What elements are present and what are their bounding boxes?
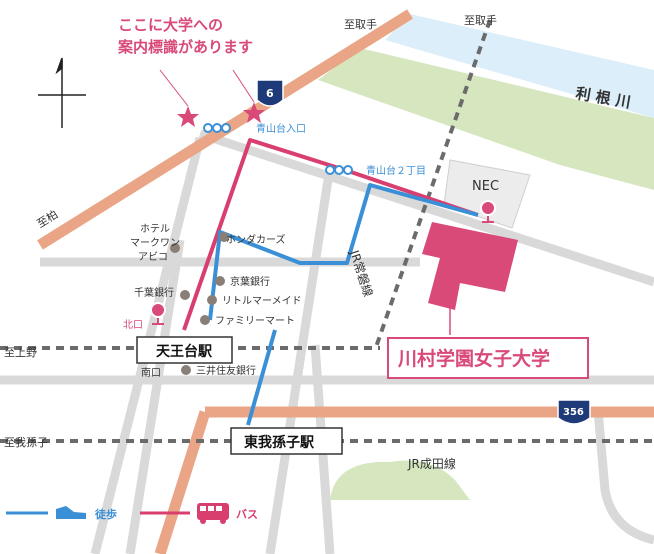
bus-stop-aoyama-entrance: 青山台入口 xyxy=(256,122,306,135)
road-label-shikashiwa: 至柏 xyxy=(34,207,60,231)
north-exit-pin-icon xyxy=(150,302,166,325)
nec-label: NEC xyxy=(472,179,499,194)
compass-icon xyxy=(38,57,86,128)
north-exit-label: 北口 xyxy=(123,319,143,331)
honda-label: ホンダカーズ xyxy=(226,233,286,246)
annotation-line1: ここに大学への xyxy=(118,16,223,34)
bus-route xyxy=(182,138,479,331)
smbc-label: 三井住友銀行 xyxy=(196,364,256,377)
walk-route-a xyxy=(208,183,479,321)
legend-bus-label: バス xyxy=(236,508,258,521)
route-6-shield xyxy=(256,79,284,107)
bus-stop-aoyama-entrance-marker xyxy=(203,123,231,133)
nec-pin-icon xyxy=(480,200,496,223)
route-6-number: 6 xyxy=(266,87,274,100)
annotation-line2: 案内標識があります xyxy=(117,38,253,56)
keiyo-bank-label: 京葉銀行 xyxy=(230,275,270,288)
little-mermaid-label: リトルマーメイド xyxy=(222,296,302,307)
map-labels: ここに大学への 案内標識があります 至取手 至取手 至柏 至上野 至我孫子 6 … xyxy=(4,13,632,521)
jr-narita-label: JR成田線 xyxy=(407,456,456,471)
south-exit-label: 南口 xyxy=(141,366,161,379)
hotel-label-2: マークワン xyxy=(130,237,180,249)
route-356-shield xyxy=(557,399,591,425)
university-building xyxy=(422,222,518,310)
jr-joban-label: JR常磐線 xyxy=(347,247,376,298)
bus-icon xyxy=(197,503,229,524)
bus-stop-aoyama-2chome-marker xyxy=(325,165,353,175)
university-label-box xyxy=(387,337,589,379)
park-area-south xyxy=(330,460,470,500)
road-label-shitori-right: 至取手 xyxy=(464,13,497,27)
hotel-label-3: アビコ xyxy=(138,251,168,263)
park-area xyxy=(318,48,654,190)
landmark-dots xyxy=(170,232,229,375)
legend-walk-label: 徒歩 xyxy=(94,507,117,521)
higashi-abiko-station-label: 東我孫子駅 xyxy=(244,434,315,451)
tone-river xyxy=(385,14,654,118)
sign-star-icons xyxy=(177,102,265,127)
walk-shoe-icon xyxy=(56,506,86,519)
familymart-label: ファミリーマート xyxy=(215,316,295,327)
route-356-number: 356 xyxy=(563,407,584,418)
university-label: 川村学園女子大学 xyxy=(397,347,550,370)
walk-route-b xyxy=(246,329,277,426)
bus-stop-aoyama-2chome: 青山台２丁目 xyxy=(366,164,426,177)
chiba-bank-label: 千葉銀行 xyxy=(134,286,174,299)
higashi-abiko-station-box xyxy=(230,427,343,455)
hotel-label-1: ホテル xyxy=(140,223,170,235)
road-label-shiabiko: 至我孫子 xyxy=(4,436,48,449)
tennoudai-station-label: 天王台駅 xyxy=(156,343,213,360)
road-label-shiueno: 至上野 xyxy=(4,346,37,359)
tennoudai-station-box xyxy=(136,336,233,364)
road-label-shitori-top: 至取手 xyxy=(344,17,377,31)
